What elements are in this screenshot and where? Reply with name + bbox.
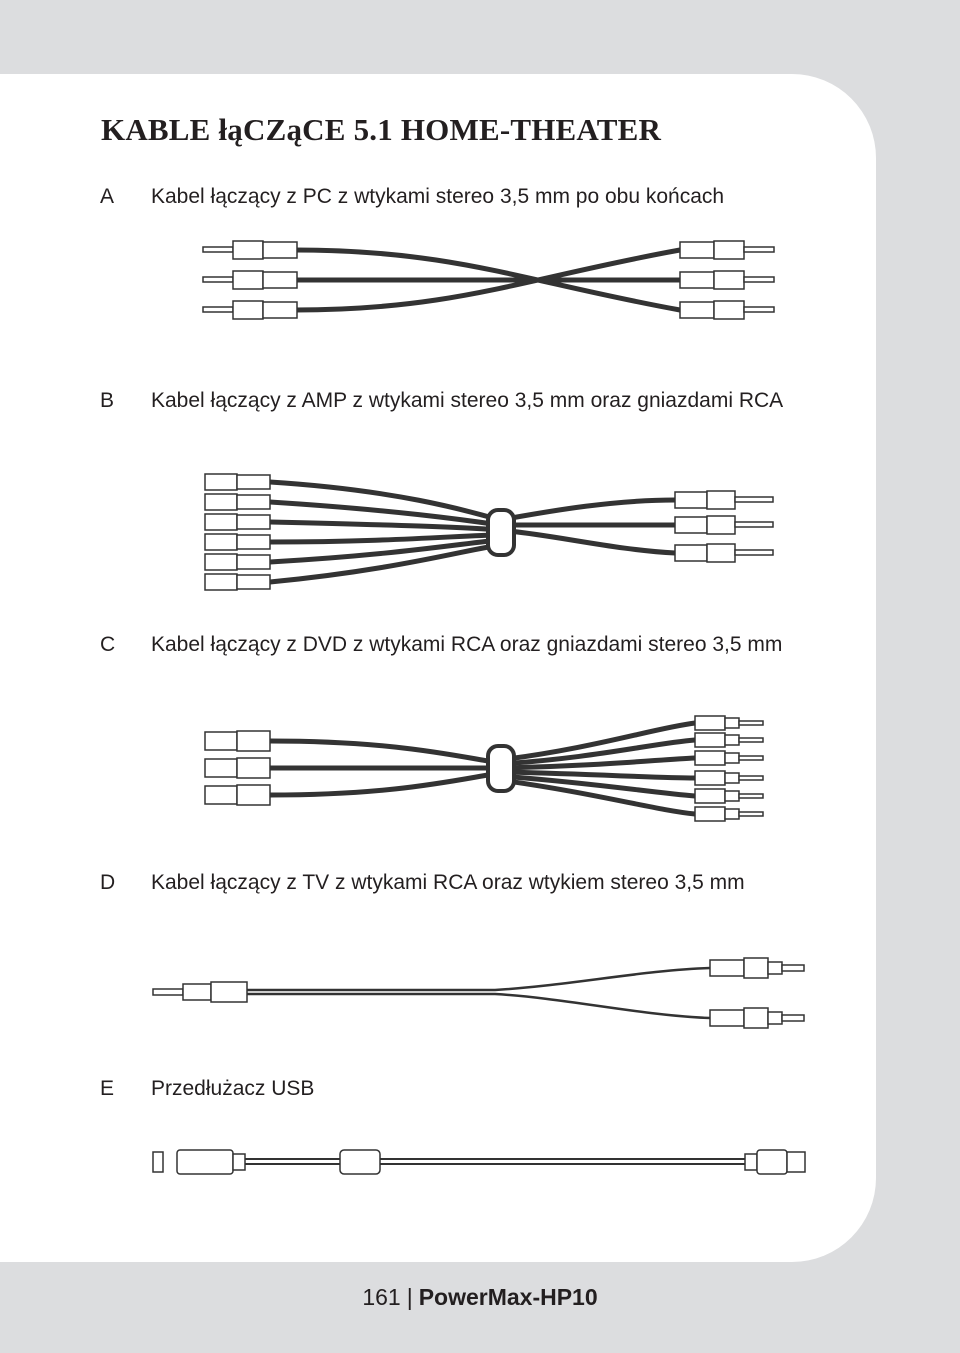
item-e-description: Przedłużacz USB [151,1077,315,1100]
page-number: 161 [362,1284,401,1310]
item-b-description: Kabel łączący z AMP z wtykami stereo 3,5… [151,389,784,412]
item-e-letter: E [100,1077,115,1100]
item-d-letter: D [100,871,116,894]
amp-cable-icon [204,473,774,591]
dvd-cable-icon [204,715,764,822]
item-c-description: Kabel łączący z DVD z wtykami RCA oraz g… [151,633,783,656]
footer-separator: | [406,1284,413,1310]
item-a-description: Kabel łączący z PC z wtykami stereo 3,5 … [151,185,725,208]
item-a-letter: A [100,185,115,208]
page-title: KABLE łąCZąCE 5.1 HOME-THEATER [101,112,662,147]
stereo-cable-icon [202,240,775,320]
usb-extension-icon [152,1149,806,1175]
item-c-letter: C [100,633,116,656]
item-b-letter: B [100,389,115,412]
model-name: PowerMax-HP10 [418,1284,598,1310]
item-d-description: Kabel łączący z TV z wtykami RCA oraz wt… [151,871,745,894]
page-footer: 161|PowerMax-HP10 [0,1284,960,1311]
tv-cable-icon [152,957,805,1029]
